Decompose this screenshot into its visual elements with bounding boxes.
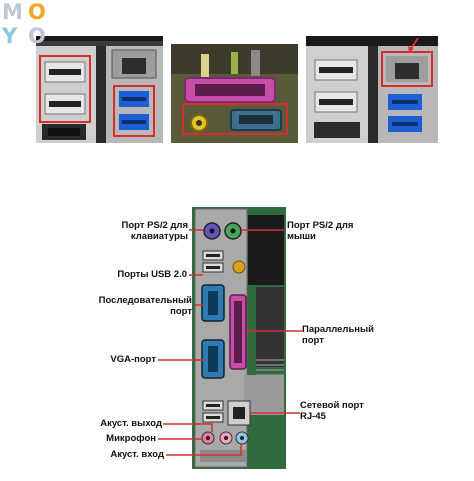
ps2-keyboard-label: Порт PS/2 для клавиатуры [121,220,188,242]
logo-letter-4: O [28,24,46,48]
logo-letter-1: M [2,0,23,24]
moyo-logo: M O Y O [2,0,50,50]
audio-in-label: Акуст. вход [110,449,164,460]
ps2-mouse-label: Порт PS/2 для мыши [287,220,354,242]
usb-hdmi-ports-photo [36,36,163,143]
microphone-label: Микрофон [106,433,156,444]
parallel-serial-ports-photo [171,44,298,143]
parallel-port-label: Параллельный порт [302,324,374,346]
network-port-label: Сетевой порт RJ-45 [300,400,364,422]
usb2-ports-label: Порты USB 2.0 [117,269,187,280]
logo-letter-2: O [28,0,46,24]
logo-letter-3: Y [2,24,18,48]
serial-port-label: Последовательный порт [98,295,192,317]
ethernet-usb-ports-photo [306,36,438,143]
vga-port-label: VGA-порт [110,354,156,365]
audio-out-label: Акуст. выход [100,418,162,429]
motherboard-ports-diagram: Порт PS/2 для клавиатуры Порт PS/2 для м… [0,195,474,481]
motherboard-io-panel-illustration [158,207,302,469]
